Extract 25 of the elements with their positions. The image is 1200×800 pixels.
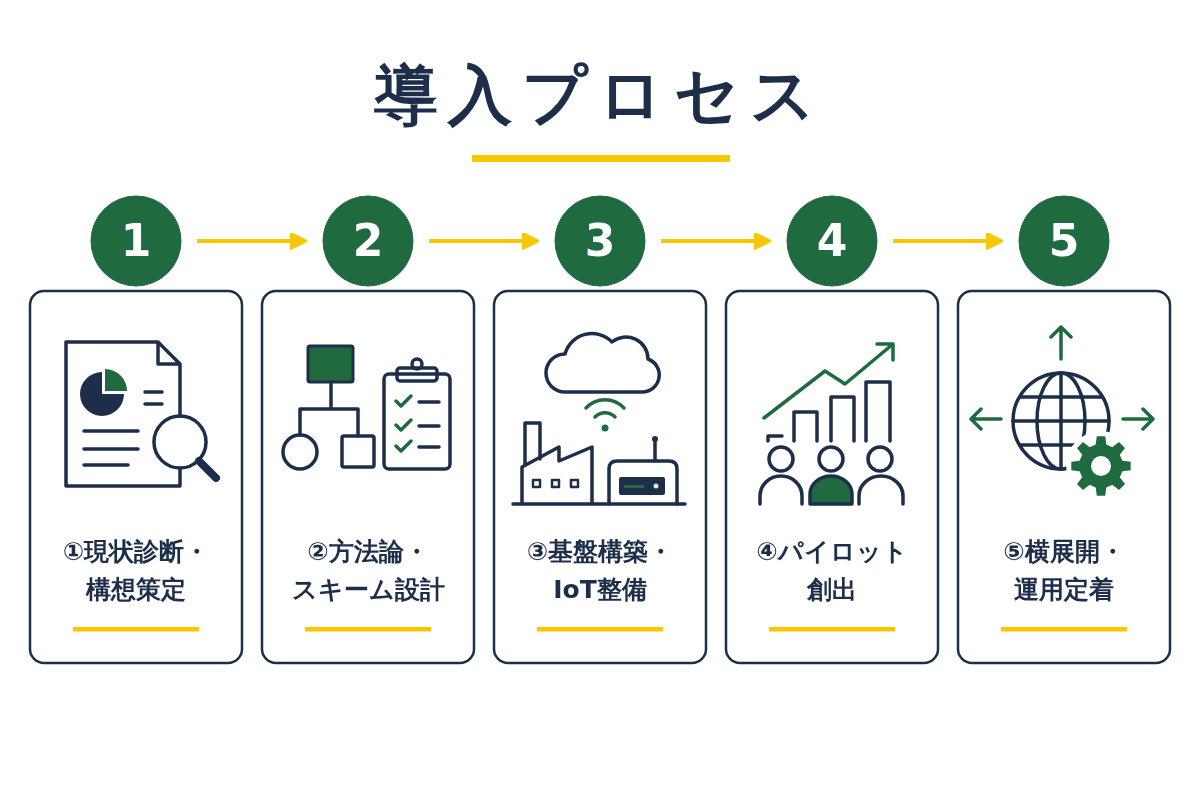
step-title: ⑤横展開・運用定着 <box>1002 535 1126 605</box>
number-circle <box>322 195 414 287</box>
step-number: 5 <box>1048 214 1080 268</box>
step-number: 3 <box>584 214 616 268</box>
arrow <box>429 231 540 251</box>
step-number: 4 <box>816 214 848 268</box>
arrow <box>661 231 772 251</box>
step-card <box>28 289 244 665</box>
number-circle <box>554 195 646 287</box>
diagram-title: 導入プロセス <box>373 57 827 134</box>
step-number: 2 <box>352 214 384 268</box>
step-card <box>492 289 708 665</box>
number-circle <box>786 195 878 287</box>
step-number: 1 <box>120 214 152 268</box>
step-title: ②方法論・スキーム設計 <box>290 535 446 605</box>
arrow <box>197 231 308 251</box>
step-card <box>260 289 476 665</box>
step-title: ④パイロット創出 <box>755 535 909 605</box>
arrow <box>893 231 1004 251</box>
step-title: ③基盤構築・IoT整備 <box>525 535 675 605</box>
step-title: ①現状診断・構想策定 <box>61 535 211 605</box>
number-circle <box>90 195 182 287</box>
step-card <box>956 289 1172 665</box>
step-card <box>724 289 940 665</box>
number-circle <box>1018 195 1110 287</box>
